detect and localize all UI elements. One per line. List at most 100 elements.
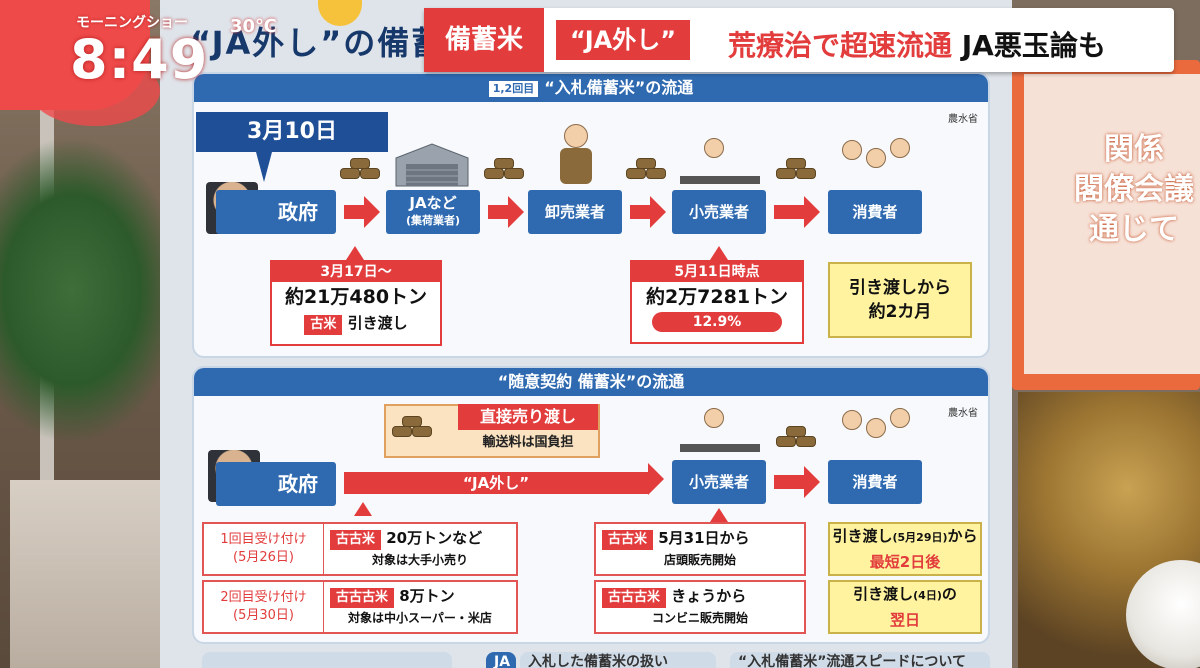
- family-person-icon: [842, 410, 862, 430]
- rice-type-tag: 古米: [304, 315, 343, 335]
- note-suffix: から: [947, 527, 978, 545]
- retail-amount-card: 5月11日時点 約2万7281トン 12.9%: [630, 260, 804, 344]
- reception-amount: 20万トンなど: [386, 529, 483, 547]
- family-person-icon: [842, 140, 862, 160]
- rice-type-tag: 古古古米: [330, 588, 395, 608]
- ja-bypass-arrow: “JA外し”: [344, 463, 664, 495]
- right-panel-line: 閣僚会議: [1074, 172, 1194, 207]
- flow-sublabel: (集荷業者): [405, 214, 461, 227]
- pointer-arrow-up: [710, 246, 728, 260]
- rice-bags-icon: [626, 156, 668, 182]
- store-counter-icon: [680, 444, 760, 452]
- flow-arrow: [774, 196, 820, 228]
- pointer-arrow-up: [354, 502, 372, 516]
- flow-consumer: 消費者: [828, 460, 922, 504]
- note-date: (4日): [913, 589, 942, 602]
- reception-detail: 古古米 20万トンなど 対象は大手小売り: [324, 524, 516, 574]
- sales-start-card: 古古米 5月31日から 店頭販売開始: [594, 522, 806, 576]
- rice-sack-icon: [560, 148, 592, 184]
- bottom-tab-handling: 入札した備蓄米の扱い: [520, 652, 716, 668]
- note-suffix: の: [941, 585, 957, 603]
- reception-round: 1回目受け付け: [220, 532, 307, 547]
- sales-date: 5月31日から: [658, 529, 750, 547]
- rice-type-tag: 古古米: [330, 530, 382, 550]
- ticker-tag: 備蓄米: [424, 8, 544, 72]
- flow-label: 政府: [278, 200, 318, 224]
- headline-main: 荒療治で超速流通: [728, 29, 953, 62]
- right-info-card: [1024, 74, 1200, 374]
- reception-label: 2回目受け付け (5月30日): [204, 582, 324, 632]
- source-label: 農水省: [948, 114, 978, 125]
- direct-sale-title: 直接売り渡し: [458, 404, 598, 430]
- flow-retailer: 小売業者: [672, 460, 766, 504]
- right-panel-line: 関係: [1104, 132, 1164, 167]
- flow-arrow: [344, 196, 380, 228]
- bottom-tab-blank: [202, 652, 452, 668]
- ticker-headline: 荒療治で超速流通 JA悪玉論も: [728, 24, 1106, 64]
- arrow-label: “JA外し”: [462, 474, 530, 492]
- flow-retailer: 小売業者: [672, 190, 766, 234]
- flow-label: 小売業者: [688, 473, 749, 491]
- section-header: “随意契約 備蓄米”の流通: [194, 368, 988, 396]
- note-date: (5月29日): [892, 531, 948, 544]
- store-counter-icon: [680, 176, 760, 184]
- section-header: 1,2回目“入札備蓄米”の流通: [194, 74, 988, 102]
- reception-target: 対象は中小スーパー・米店: [348, 611, 492, 625]
- rice-type-tag: 古古米: [602, 530, 654, 550]
- family-person-icon: [866, 148, 886, 168]
- reception-amount: 8万トン: [399, 587, 455, 605]
- warehouse-icon: [392, 142, 472, 188]
- note-highlight: 翌日: [889, 611, 920, 629]
- rice-bags-icon: [484, 156, 526, 182]
- date-pointer: [256, 152, 272, 182]
- temperature: 30℃: [230, 16, 277, 37]
- wholesaler-person-icon: [564, 124, 588, 148]
- flow-label: JAなど: [409, 194, 457, 212]
- flow-label: 小売業者: [688, 203, 749, 221]
- pointer-arrow-up: [710, 508, 728, 522]
- headline-suffix: JA悪玉論も: [961, 29, 1106, 62]
- sales-channel: 店頭販売開始: [663, 553, 736, 567]
- board-title: “JA外し”の備蓄: [190, 24, 446, 62]
- right-panel-text: 関係 閣僚会議 通じて: [1064, 130, 1200, 250]
- flow-arrow: [774, 466, 820, 498]
- reception-date: (5月30日): [233, 608, 294, 623]
- ticker-quote: “JA外し”: [556, 20, 690, 60]
- flow-label: 政府: [278, 472, 318, 496]
- studio-counter: [10, 480, 160, 668]
- card-label: 引き渡し: [347, 314, 408, 332]
- reception-row: 2回目受け付け (5月30日) 古古古米 8万トン 対象は中小スーパー・米店: [202, 580, 518, 634]
- note-highlight: 最短2日後: [869, 553, 941, 571]
- bottom-tab-ja: JA: [486, 652, 516, 668]
- rice-type-tag: 古古古米: [602, 588, 667, 608]
- bottom-tab-speed: “入札備蓄米”流通スピードについて: [730, 652, 990, 668]
- flow-ja: JAなど (集荷業者): [386, 190, 480, 234]
- family-person-icon: [890, 408, 910, 428]
- date-banner: 3月10日: [196, 112, 388, 152]
- card-date: 5月11日時点: [632, 262, 802, 282]
- shipment-card: 3月17日～ 約21万480トン 古米 引き渡し: [270, 260, 442, 346]
- show-name: モーニングショー: [76, 15, 188, 31]
- reception-label: 1回目受け付け (5月26日): [204, 524, 324, 574]
- reception-detail: 古古古米 8万トン 対象は中小スーパー・米店: [324, 582, 516, 632]
- section-title: “入札備蓄米”の流通: [544, 78, 694, 97]
- flow-arrow: [488, 196, 524, 228]
- note-text: 引き渡し: [832, 527, 893, 545]
- direct-sale-subtitle: 輸送料は国負担: [482, 435, 574, 450]
- timing-note: 引き渡し(5月29日)から 最短2日後: [828, 522, 982, 576]
- clerk-person-icon: [704, 408, 724, 428]
- card-amount: 約21万480トン: [284, 286, 428, 308]
- rice-bags-icon: [340, 156, 382, 182]
- clock-badge: [0, 0, 160, 126]
- note-line: 引き渡しから: [849, 278, 951, 298]
- sales-detail: 古古米 5月31日から 店頭販売開始: [596, 524, 804, 574]
- note-line: 引き渡し(5月29日)から: [830, 524, 980, 550]
- note-line: 引き渡し(4日)の: [830, 582, 980, 608]
- rice-bags-icon: [776, 424, 818, 450]
- flow-government: 政府: [216, 462, 336, 506]
- card-date: 3月17日～: [272, 262, 440, 282]
- rice-bags-icon: [392, 414, 434, 440]
- clock-time: 8:49: [70, 28, 209, 91]
- reception-date: (5月26日): [233, 550, 294, 565]
- right-panel-line: 通じて: [1089, 212, 1179, 247]
